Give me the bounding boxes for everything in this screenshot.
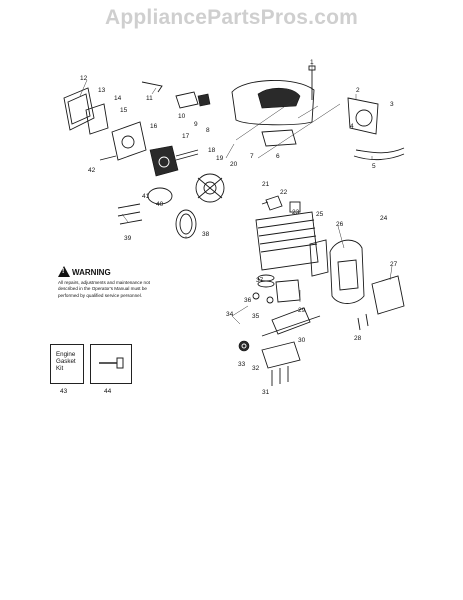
air-filter <box>85 103 109 135</box>
flywheel-side-part <box>195 173 225 203</box>
air-filter-cover <box>63 87 95 131</box>
callout-22: 22 <box>280 189 288 196</box>
choke-rod <box>99 155 117 161</box>
piston <box>275 279 301 303</box>
callout-30: 30 <box>298 337 306 344</box>
callout-24: 24 <box>380 215 388 222</box>
kit-number-44: 44 <box>104 388 112 395</box>
callout-36: 36 <box>244 297 252 304</box>
callout-14: 14 <box>114 95 122 102</box>
warning-triangle-icon: ! <box>58 266 70 277</box>
callout-20: 20 <box>230 161 238 168</box>
warning-text: All repairs, adjustments and maintenance… <box>58 280 150 298</box>
callout-3: 3 <box>390 101 394 108</box>
callout-6: 6 <box>276 153 280 160</box>
piston-rings <box>257 274 275 288</box>
callout-41: 41 <box>142 193 150 200</box>
decompression-valve <box>289 201 301 213</box>
intake-boot <box>147 187 173 205</box>
callout-31: 31 <box>262 389 270 396</box>
carburetor <box>149 145 179 177</box>
callout-8: 8 <box>206 127 210 134</box>
muffler-gasket <box>309 239 329 277</box>
tool-icon <box>99 357 124 369</box>
callout-12: 12 <box>80 75 88 82</box>
callout-42: 42 <box>88 167 96 174</box>
callout-2: 2 <box>356 87 360 94</box>
muffler <box>329 239 365 304</box>
bearing <box>238 340 250 352</box>
callout-33: 33 <box>238 361 246 368</box>
callout-1: 1 <box>310 59 314 66</box>
muffler-cover <box>371 275 405 315</box>
callout-28: 28 <box>354 335 362 342</box>
kit-number-43: 43 <box>60 388 68 395</box>
callout-16: 16 <box>150 123 158 130</box>
engine-gasket-kit-box: Engine Gasket Kit <box>50 344 84 384</box>
spark-plug <box>261 195 283 211</box>
callout-13: 13 <box>98 87 106 94</box>
callout-39: 39 <box>124 235 132 242</box>
callout-5: 5 <box>372 163 376 170</box>
callout-18: 18 <box>208 147 216 154</box>
crankcase-bolts <box>271 366 289 386</box>
carburetor-adapter <box>111 121 147 161</box>
cylinder <box>255 211 319 271</box>
throttle-linkage <box>141 81 211 109</box>
cover-gasket <box>261 129 297 147</box>
ignition-module <box>347 97 379 135</box>
fuel-line <box>175 149 199 161</box>
leader-lines <box>79 64 393 325</box>
warning-title: WARNING <box>72 268 111 277</box>
cylinder-cover <box>231 80 315 126</box>
callout-4: 4 <box>350 123 354 130</box>
ignition-wire <box>353 147 405 161</box>
tool-kit-box <box>90 344 132 384</box>
callout-labels: 1 2 3 4 5 6 7 8 9 10 11 12 13 14 15 16 1… <box>80 59 398 396</box>
callout-26: 26 <box>336 221 344 228</box>
screws <box>117 203 143 225</box>
crankshaft <box>261 307 321 337</box>
kit-label: Engine Gasket Kit <box>56 351 76 372</box>
callout-10: 10 <box>178 113 186 120</box>
callout-34: 34 <box>226 311 234 318</box>
callout-37: 37 <box>256 277 264 284</box>
callout-25: 25 <box>316 211 324 218</box>
watermark: AppliancePartsPros.com <box>105 6 358 29</box>
callout-35: 35 <box>252 313 260 320</box>
callout-32: 32 <box>252 365 260 372</box>
crankcase <box>261 341 301 369</box>
callout-23: 23 <box>292 209 300 216</box>
callout-11: 11 <box>146 95 153 102</box>
callout-9: 9 <box>194 121 198 128</box>
callout-40: 40 <box>156 201 164 208</box>
callout-21: 21 <box>262 181 270 188</box>
callout-19: 19 <box>216 155 224 162</box>
callout-38: 38 <box>202 231 210 238</box>
callout-27: 27 <box>390 261 398 268</box>
callout-17: 17 <box>182 133 190 140</box>
callout-15: 15 <box>120 107 128 114</box>
muffler-bolts <box>357 313 369 331</box>
piston-pin-clips <box>252 292 274 304</box>
callout-29: 29 <box>298 307 306 314</box>
callout-7: 7 <box>250 153 254 160</box>
intake-gasket <box>175 209 197 239</box>
